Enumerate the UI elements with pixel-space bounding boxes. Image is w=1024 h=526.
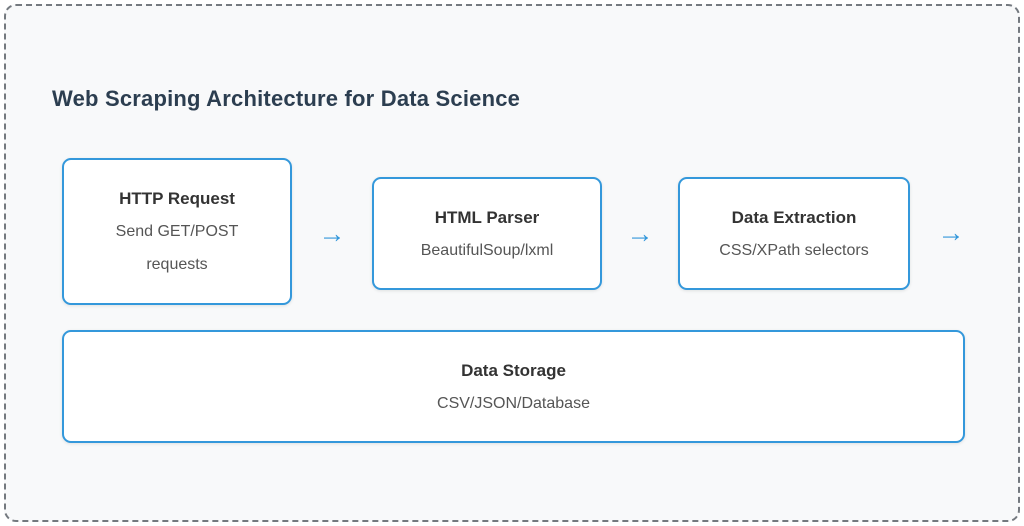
node-data-extraction: Data Extraction CSS/XPath selectors [678,177,910,290]
right-arrow-icon: → [318,218,346,249]
node-http-request: HTTP Request Send GET/POST requests [62,158,292,305]
node-http-request-subtitle: Send GET/POST requests [115,223,239,273]
node-data-storage-title: Data Storage [461,360,566,380]
node-http-request-title: HTTP Request [119,189,235,208]
right-arrow-icon: → [626,218,654,249]
node-html-parser-title: HTML Parser [434,207,540,227]
node-data-storage: Data Storage CSV/JSON/Database [62,330,965,443]
right-arrow-icon: → [937,217,965,248]
node-data-extraction-title: Data Extraction [731,207,857,227]
node-data-storage-subtitle: CSV/JSON/Database [437,394,590,412]
node-html-parser-subtitle: BeautifulSoup/lxml [420,241,554,259]
diagram-title: Web Scraping Architecture for Data Scien… [52,86,521,111]
node-data-extraction-subtitle: CSS/XPath selectors [719,241,869,259]
node-html-parser: HTML Parser BeautifulSoup/lxml [372,177,602,290]
